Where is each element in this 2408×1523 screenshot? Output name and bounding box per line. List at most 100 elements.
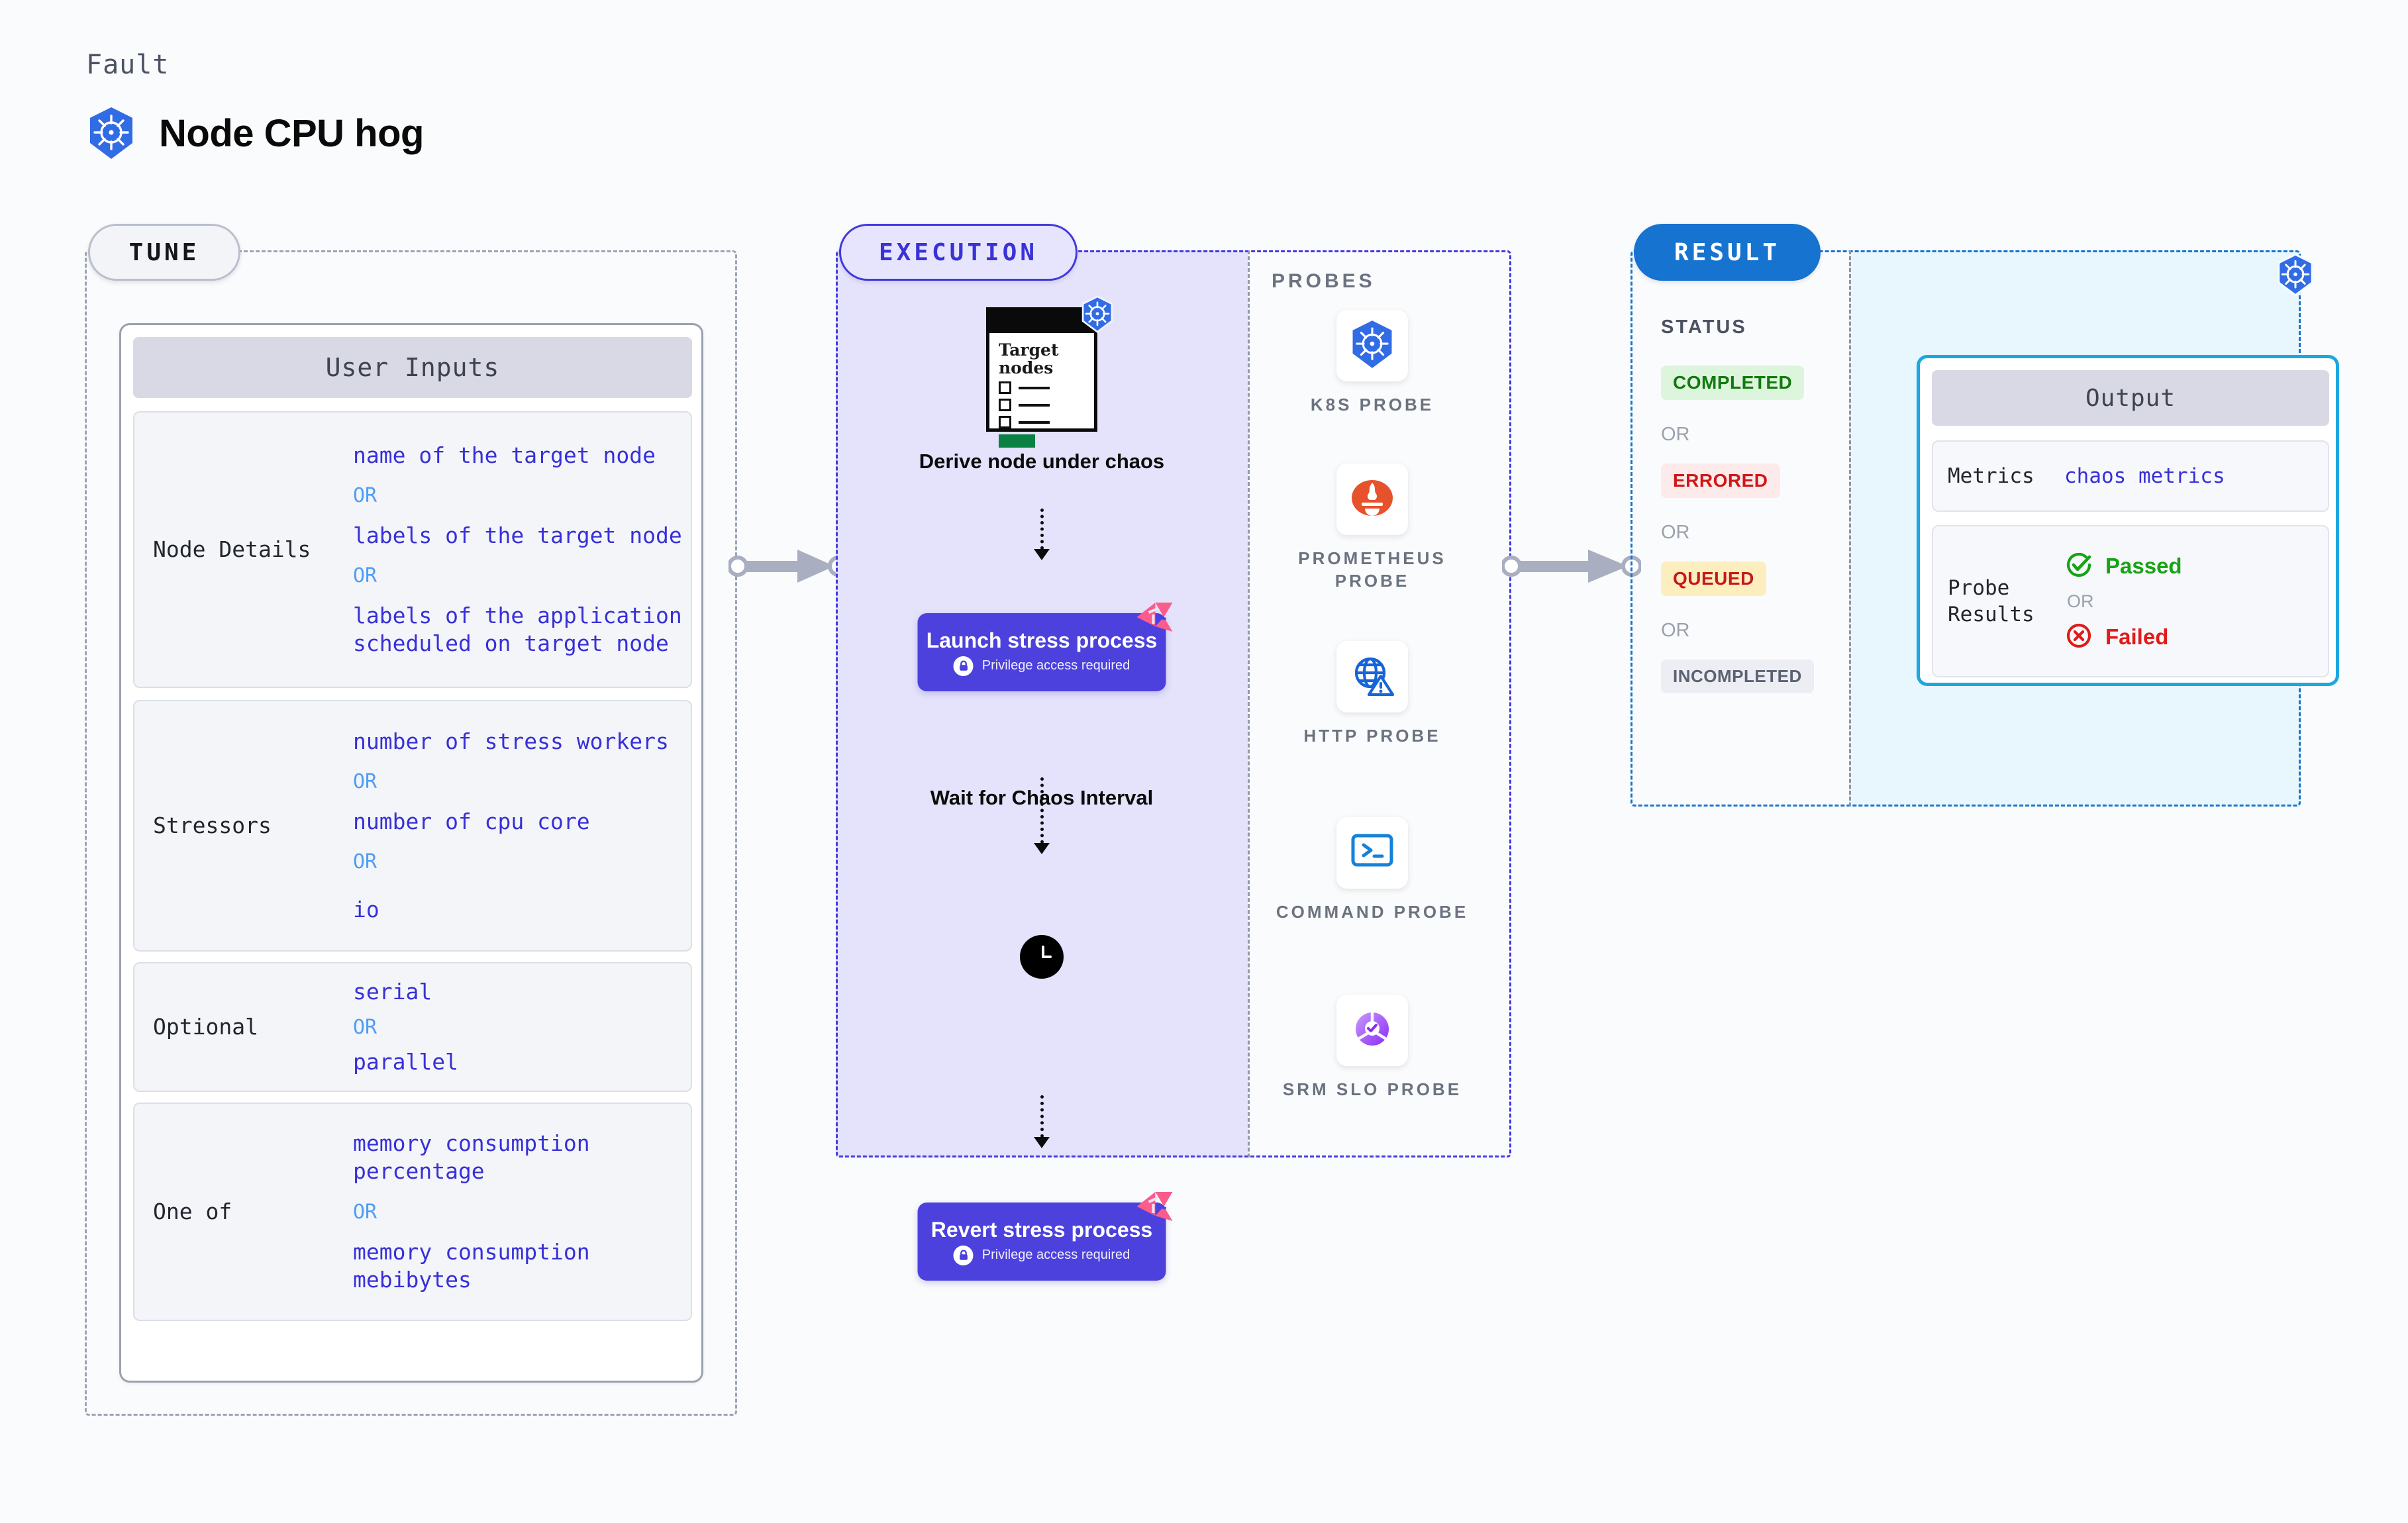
- tune-or-separator: OR: [353, 850, 377, 874]
- flow-step-revert-stress[interactable]: Revert stress process Privilege access r…: [917, 1192, 1173, 1281]
- document-checkbox-line: [999, 416, 1094, 428]
- probe-tile: [1336, 464, 1408, 535]
- tune-row-one-of: One of memory consumption percentage OR …: [133, 1103, 692, 1321]
- harness-ribbon-icon: [1136, 1191, 1174, 1226]
- kubernetes-icon: [1349, 319, 1395, 372]
- tune-value: memory consumption mebibytes: [353, 1238, 590, 1293]
- connector-tune-to-execution: [728, 550, 848, 583]
- output-title: Output: [1932, 370, 2329, 426]
- privilege-notice-text: Privilege access required: [981, 1248, 1130, 1263]
- output-row-value: chaos metrics: [2064, 464, 2225, 488]
- tune-row-values: number of stress workers OR number of cp…: [353, 728, 691, 924]
- probes-heading: PROBES: [1272, 270, 1376, 292]
- flow-arrow-2: [1034, 777, 1050, 854]
- tune-value: parallel: [353, 1048, 458, 1075]
- status-or-separator: OR: [1661, 620, 1690, 641]
- result-pill-label: RESULT: [1634, 224, 1821, 281]
- probe-tile: [1336, 641, 1408, 712]
- tune-value: number of stress workers: [353, 728, 669, 754]
- placeholder-line: [1019, 386, 1050, 389]
- tune-value: name of the target node: [353, 442, 656, 468]
- tune-row-key: Optional: [153, 1013, 258, 1040]
- tune-value: labels of the target node: [353, 522, 682, 548]
- flow-step-title: Revert stress process: [930, 1218, 1153, 1242]
- status-badge-queued: QUEUED: [1661, 562, 1766, 596]
- status-badge-incompleted: INCOMPLETED: [1661, 660, 1814, 693]
- target-nodes-document: Target nodes: [986, 307, 1097, 448]
- tune-row-key: Node Details: [153, 536, 311, 562]
- fault-title-row: Node CPU hog: [86, 106, 424, 160]
- tune-value: io: [353, 897, 379, 923]
- flow-step-label-wait: Wait for Chaos Interval: [930, 786, 1154, 809]
- x-circle-icon: [2064, 621, 2093, 653]
- tune-or-separator: OR: [353, 769, 377, 793]
- output-row-metrics: Metrics chaos metrics: [1932, 440, 2329, 512]
- tune-row-values: serial OR parallel: [353, 978, 691, 1075]
- prometheus-icon: [1348, 474, 1396, 524]
- privilege-notice: Privilege access required: [953, 656, 1130, 676]
- connector-execution-to-result: [1502, 550, 1641, 583]
- probe-label: PROMETHEUS PROBE: [1298, 548, 1446, 591]
- user-inputs-title: User Inputs: [133, 337, 692, 398]
- tune-value: labels of the application scheduled on t…: [353, 603, 682, 657]
- tune-row-stressors: Stressors number of stress workers OR nu…: [133, 700, 692, 952]
- placeholder-line: [1019, 403, 1050, 407]
- checkbox-icon: [999, 416, 1011, 428]
- kubernetes-icon: [86, 106, 136, 160]
- probe-command[interactable]: COMMAND PROBE: [1273, 817, 1472, 923]
- tune-row-node-details: Node Details name of the target node OR …: [133, 411, 692, 688]
- flow-step-launch-stress[interactable]: Launch stress process Privilege access r…: [917, 603, 1173, 691]
- tune-row-optional: Optional serial OR parallel: [133, 962, 692, 1092]
- execution-pill-label: EXECUTION: [839, 224, 1078, 281]
- probe-tile: [1336, 995, 1408, 1066]
- tune-or-separator: OR: [353, 564, 377, 587]
- clock-icon: [1020, 935, 1064, 979]
- probe-srm-slo[interactable]: SRM SLO PROBE: [1273, 995, 1472, 1101]
- checkbox-icon: [999, 399, 1011, 411]
- page-title: Node CPU hog: [159, 111, 424, 155]
- tune-row-key: One of: [153, 1198, 232, 1224]
- flow-arrow-1: [1034, 509, 1050, 560]
- probe-result-passed: Passed: [2064, 550, 2182, 582]
- placeholder-line: [1019, 420, 1050, 424]
- tune-row-values: name of the target node OR labels of the…: [353, 442, 691, 658]
- probes-divider: [1248, 250, 1250, 1157]
- status-badge-errored: ERRORED: [1661, 464, 1780, 498]
- execution-section: EXECUTION Target nodes: [836, 224, 1511, 1281]
- probe-result-failed-label: Failed: [2105, 624, 2169, 649]
- tune-dashed-border: [85, 250, 737, 1416]
- tune-value: number of cpu core: [353, 808, 590, 834]
- output-card: Output Metrics chaos metrics Probe Resul…: [1917, 355, 2339, 686]
- probe-result-passed-label: Passed: [2105, 553, 2182, 578]
- probe-prometheus[interactable]: PROMETHEUS PROBE: [1273, 464, 1472, 593]
- kubernetes-icon: [1080, 295, 1115, 336]
- document-title: Target nodes: [999, 340, 1059, 377]
- probe-tile: [1336, 310, 1408, 381]
- execution-dashed-border: [836, 250, 1511, 1157]
- flow-step-title: Launch stress process: [926, 628, 1158, 653]
- probe-tile: [1336, 817, 1408, 889]
- tune-row-key: Stressors: [153, 812, 272, 838]
- output-row-key: Metrics: [1948, 464, 2034, 488]
- tune-or-separator: OR: [353, 483, 377, 507]
- document-checkbox-line: [999, 399, 1094, 411]
- tune-value: memory consumption percentage: [353, 1130, 590, 1185]
- terminal-icon: [1349, 832, 1395, 874]
- status-or-separator: OR: [1661, 424, 1690, 445]
- tune-or-separator: OR: [353, 1200, 377, 1224]
- probe-label: COMMAND PROBE: [1276, 902, 1469, 922]
- output-row-key: Probe Results: [1948, 575, 2034, 626]
- probe-http[interactable]: HTTP PROBE: [1273, 641, 1472, 747]
- kubernetes-icon: [2276, 253, 2315, 299]
- checkbox-icon: [999, 381, 1011, 394]
- probe-label: SRM SLO PROBE: [1282, 1079, 1462, 1099]
- probe-k8s[interactable]: K8S PROBE: [1273, 310, 1472, 416]
- execution-flow: Target nodes: [836, 250, 1248, 1281]
- tune-or-separator: OR: [353, 1015, 377, 1039]
- flow-step-label-derive: Derive node under chaos: [919, 450, 1165, 473]
- status-heading: STATUS: [1661, 317, 1747, 338]
- status-badge-completed: COMPLETED: [1661, 366, 1805, 400]
- flow-step-derive-node: Target nodes: [986, 295, 1113, 448]
- fault-eyebrow-label: Fault: [86, 50, 170, 80]
